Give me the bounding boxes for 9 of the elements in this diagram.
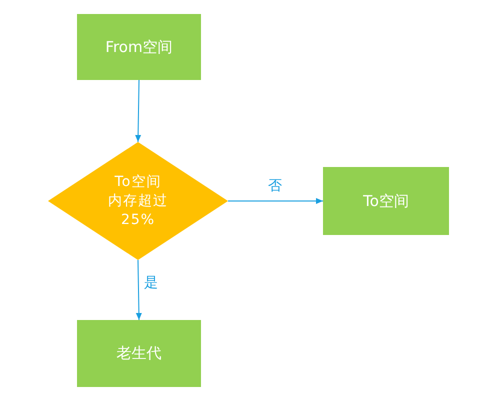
decision-diamond: To空间内存超过25%: [48, 142, 228, 260]
edge-label: 否: [267, 178, 283, 194]
arrow: [228, 198, 324, 204]
edge-label: 是: [143, 275, 159, 291]
arrow: [136, 260, 142, 320]
process-box: 老生代: [77, 320, 201, 387]
arrow: [135, 80, 142, 142]
process-box: To空间: [323, 167, 449, 235]
process-box: From空间: [77, 14, 201, 80]
